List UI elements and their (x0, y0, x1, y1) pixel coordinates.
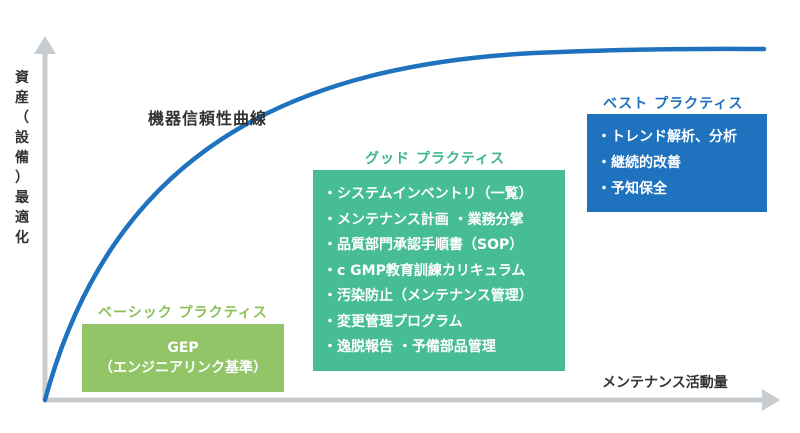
good-practice-item: ・c GMP教育訓練カリキュラム (323, 262, 526, 279)
best-practice-title: ベスト プラクティス (603, 96, 744, 112)
good-practice-title: グッド プラクティス (365, 151, 506, 167)
best-practice-item: ・継続的改善 (597, 155, 681, 171)
best-practice-item: ・予知保全 (597, 181, 667, 197)
x-axis-label: メンテナンス活動量 (602, 375, 728, 391)
good-practice-item: ・メンテナンス計画 ・業務分掌 (323, 211, 524, 228)
reliability-curve (42, 46, 767, 403)
y-axis-arrowhead (34, 36, 56, 54)
basic-practice-box: GEP （エンジニアリンク基準） (82, 324, 284, 392)
good-practice-item: ・汚染防止（メンテナンス管理） (323, 288, 533, 304)
curve-label: 機器信頼性曲線 (148, 109, 268, 128)
good-practice-item: ・品質部門承認手順書（SOP） (323, 237, 524, 253)
good-practice-item: ・変更管理プログラム (323, 313, 463, 330)
basic-practice-title: ベーシック プラクティス (98, 305, 268, 321)
basic-practice-line2: （エンジニアリンク基準） (99, 360, 267, 376)
basic-practice-line1: GEP (167, 340, 199, 356)
x-axis-arrowhead (762, 389, 780, 411)
good-practice-box: ・システムインベントリ（一覧） ・メンテナンス計画 ・業務分掌 ・品質部門承認手… (313, 170, 565, 371)
good-practice-item: ・システムインベントリ（一覧） (323, 186, 533, 202)
best-practice-item: ・トレンド解析、分析 (597, 129, 737, 145)
best-practice-box: ・トレンド解析、分析 ・継続的改善 ・予知保全 (587, 114, 767, 212)
y-axis-label: 資 産 （ 設 備 ） 最 適 化 (15, 70, 29, 246)
good-practice-item: ・逸脱報告 ・予備部品管理 (323, 339, 496, 355)
